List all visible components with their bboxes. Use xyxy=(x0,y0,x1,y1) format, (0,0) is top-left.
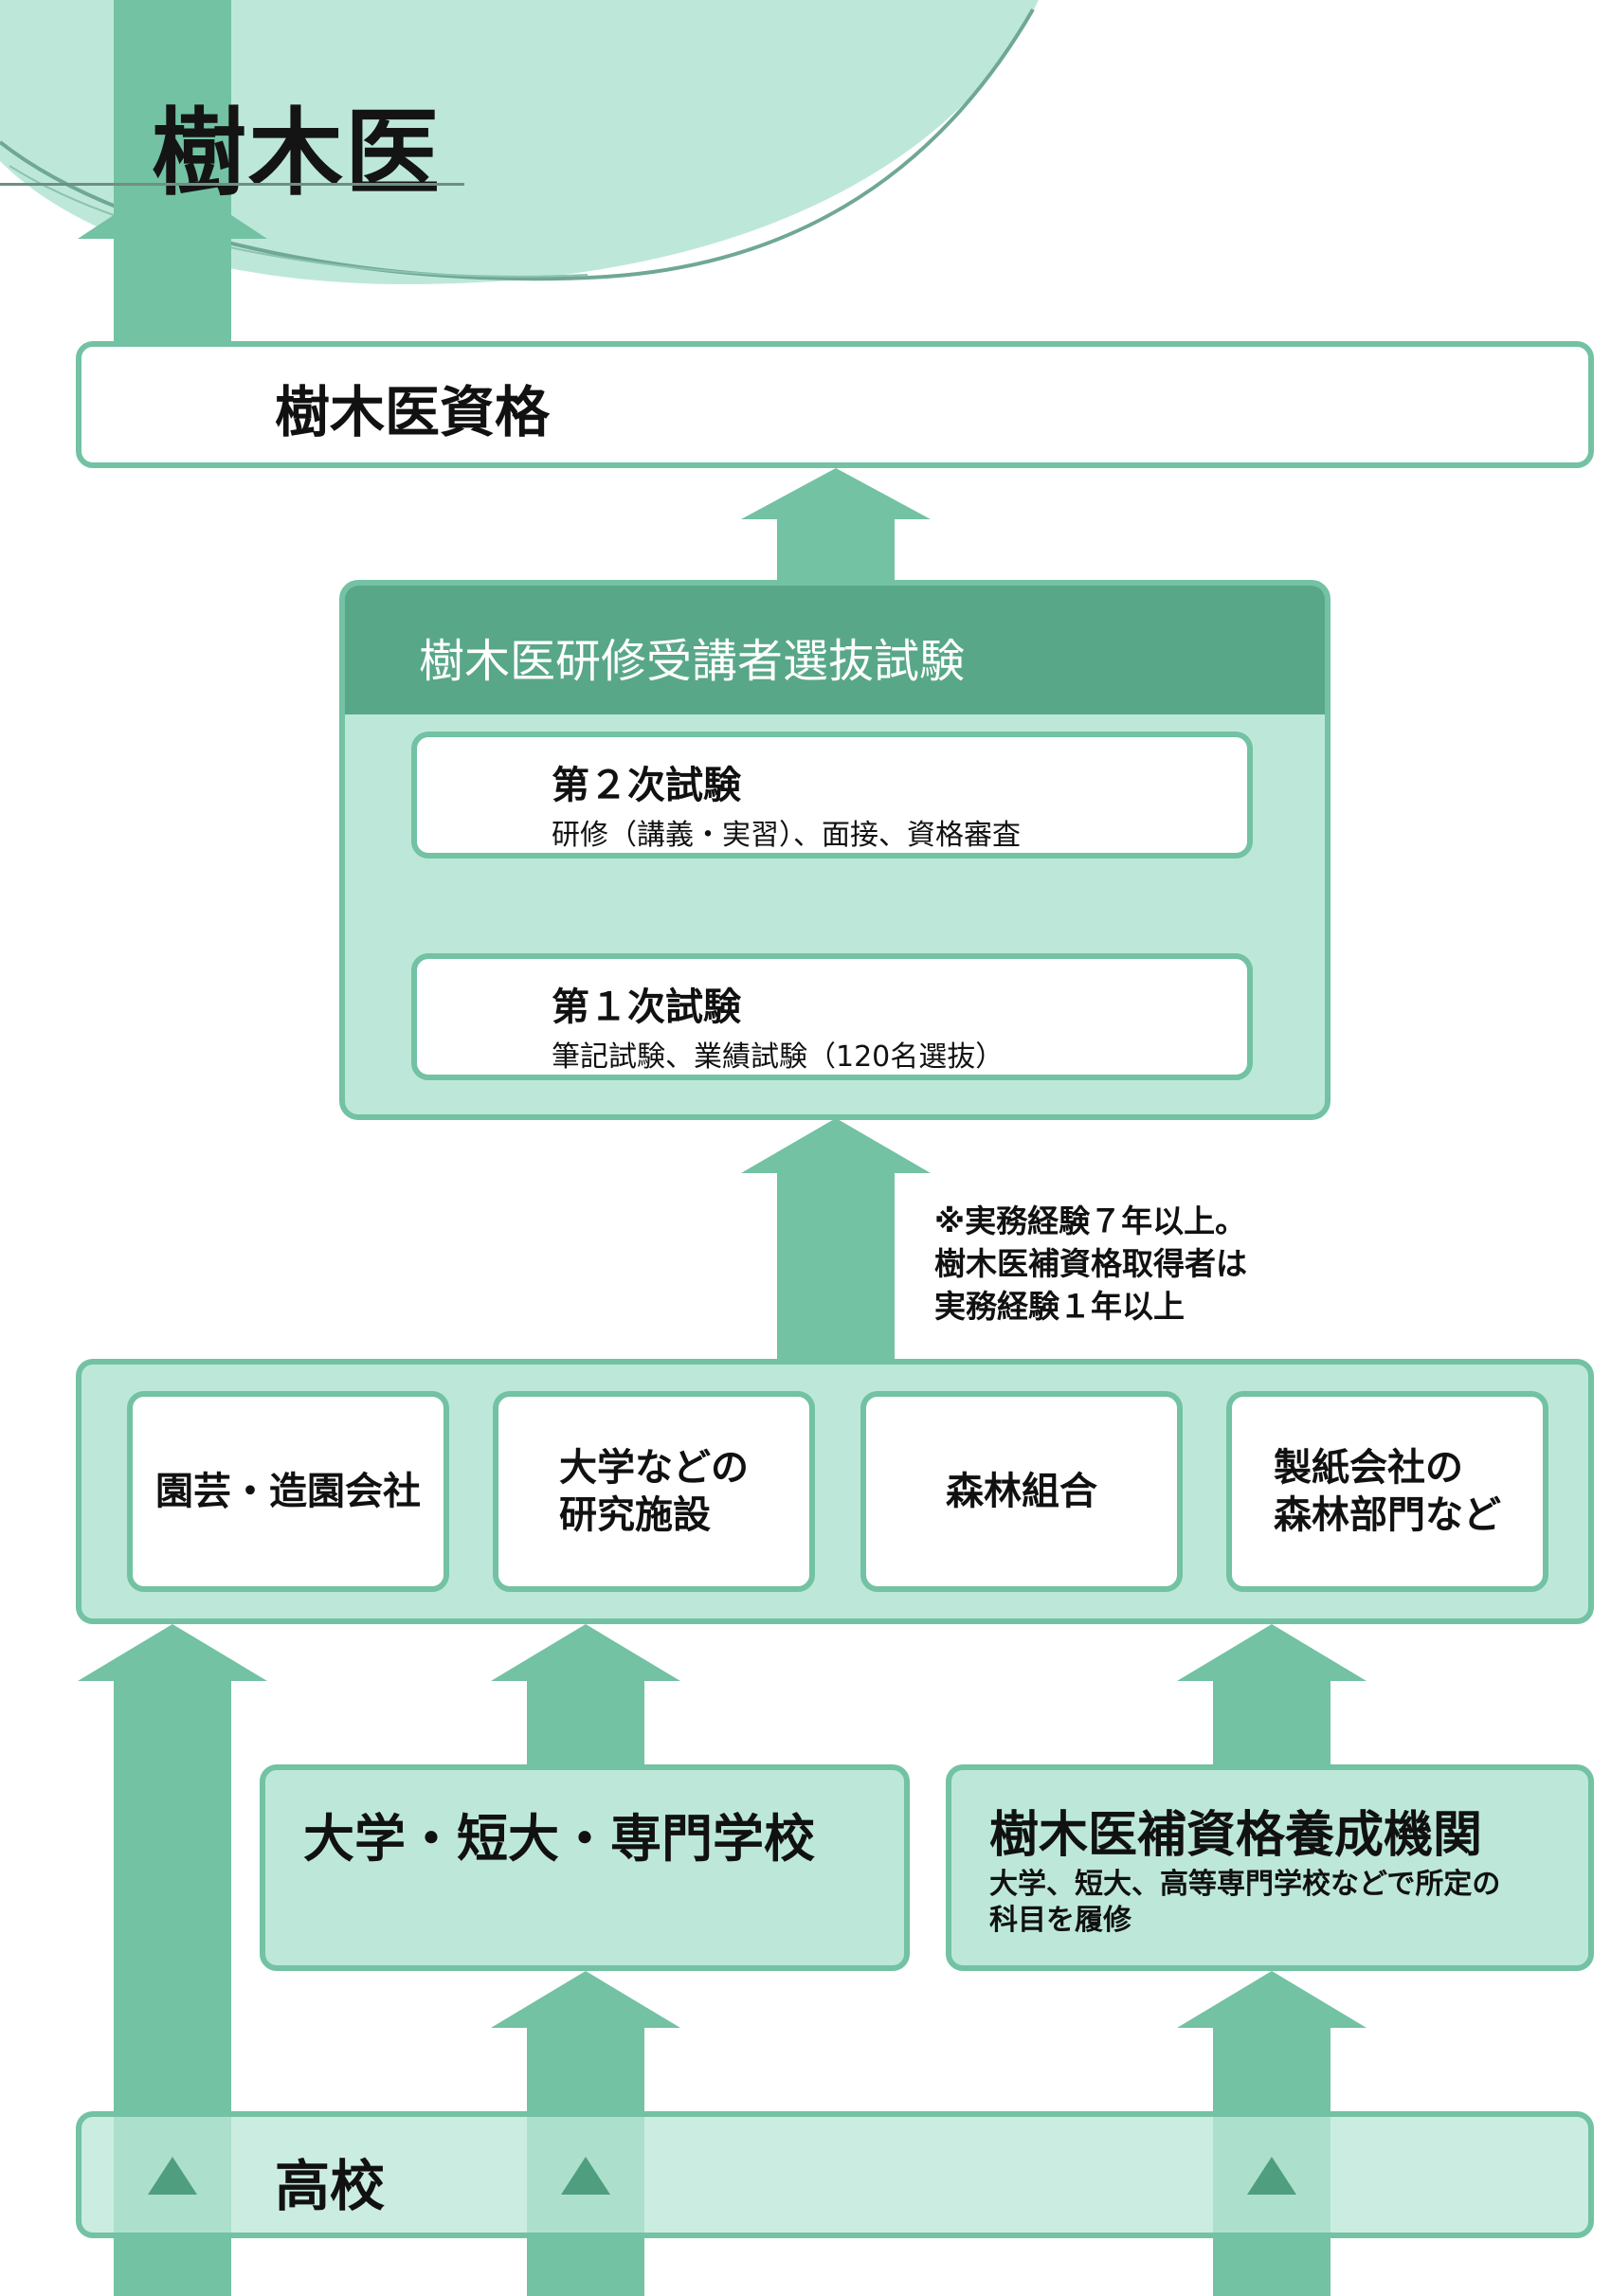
header-circle-decoration xyxy=(0,0,1039,284)
workplace-item: 森林組合 xyxy=(860,1391,1183,1592)
high-school-box xyxy=(76,2111,1594,2238)
workplace-label: 園芸・造園会社 xyxy=(155,1470,421,1513)
arrow-training-to-work xyxy=(1177,1624,1367,1681)
arrow-highschool-to-training xyxy=(1177,1971,1367,2028)
schools-label: 大学・短大・専門学校 xyxy=(303,1809,815,1869)
stage1-title: 第１次試験 xyxy=(552,985,741,1029)
stage2-desc: 研修（講義・実習）、面接、資格審査 xyxy=(552,819,1021,852)
stage1-box: 第１次試験 筆記試験、業績試験（120名選抜） xyxy=(411,953,1253,1080)
arrow-schools-to-work xyxy=(491,1624,680,1681)
title-underline xyxy=(0,183,464,186)
arrow-work-to-exam xyxy=(741,1118,931,1173)
training-label: 樹木医補資格養成機関 xyxy=(989,1807,1483,1864)
triangle-up-icon xyxy=(1247,2157,1296,2195)
training-desc: 大学、短大、高等専門学校などで所定の 科目を履修 xyxy=(989,1868,1501,1937)
exam-header-label: 樹木医研修受講者選抜試験 xyxy=(419,635,966,688)
workplace-item: 製紙会社の 森林部門など xyxy=(1226,1391,1548,1592)
qualification-box xyxy=(76,341,1594,468)
requirement-note: ※実務経験７年以上。 樹木医補資格取得者は 実務経験１年以上 xyxy=(934,1202,1247,1325)
stage1-desc: 筆記試験、業績試験（120名選抜） xyxy=(552,1040,1005,1074)
arrow-exam-to-qualification xyxy=(741,468,931,519)
top-left-arrow-head xyxy=(78,176,267,239)
left-long-arrow-shaft xyxy=(114,0,231,341)
arrow-highschool-to-schools xyxy=(491,1971,680,2028)
workplace-label: 大学などの 研究施設 xyxy=(559,1446,749,1537)
training-box: 樹木医補資格養成機関 大学、短大、高等専門学校などで所定の 科目を履修 xyxy=(946,1764,1594,1971)
qualification-label: 樹木医資格 xyxy=(275,380,551,444)
stage2-title: 第２次試験 xyxy=(552,764,741,807)
workplace-item: 園芸・造園会社 xyxy=(127,1391,449,1592)
triangle-up-icon xyxy=(148,2157,197,2195)
workplace-item: 大学などの 研究施設 xyxy=(493,1391,815,1592)
page-title: 樹木医 xyxy=(152,97,442,208)
workplace-label: 製紙会社の 森林部門など xyxy=(1274,1446,1501,1537)
high-school-label: 高校 xyxy=(275,2154,386,2218)
triangle-up-icon xyxy=(561,2157,610,2195)
exam-header: 樹木医研修受講者選抜試験 xyxy=(345,586,1325,714)
stage2-box: 第２次試験 研修（講義・実習）、面接、資格審査 xyxy=(411,732,1253,859)
schools-box: 大学・短大・専門学校 xyxy=(260,1764,910,1971)
workplace-label: 森林組合 xyxy=(946,1470,1097,1513)
